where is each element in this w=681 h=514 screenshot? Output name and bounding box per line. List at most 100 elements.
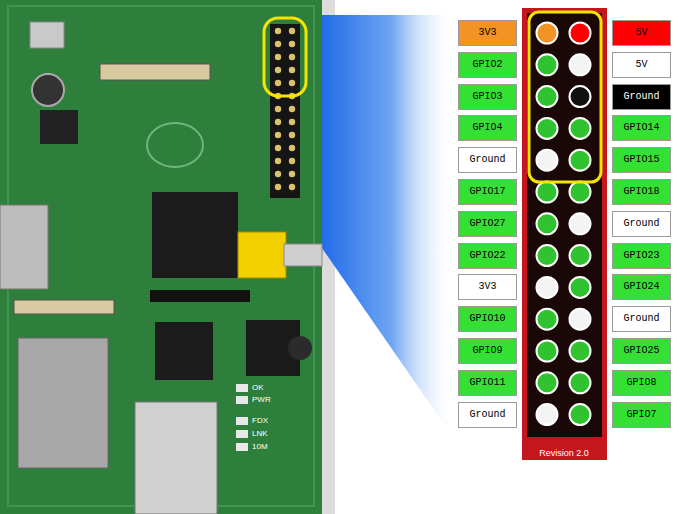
pin-name: GPIO24 <box>623 282 659 292</box>
pin <box>570 213 591 234</box>
pin <box>570 182 591 203</box>
zoom-fan <box>315 15 455 440</box>
pin-name: Ground <box>469 410 505 420</box>
led-label: LNK <box>252 430 268 438</box>
pin <box>275 119 281 125</box>
pin <box>289 41 295 47</box>
logo <box>147 123 203 167</box>
pin-label: GPIO27 <box>458 211 517 237</box>
pin-name: GPIO8 <box>626 378 656 388</box>
audio-socket <box>288 336 312 360</box>
pin <box>537 404 558 425</box>
pin-name: 3V3 <box>478 28 496 38</box>
pin <box>275 145 281 151</box>
soc-chip <box>152 192 238 278</box>
photo-ground <box>0 0 335 514</box>
pin <box>275 54 281 60</box>
pin-label: 3V3 <box>458 20 517 46</box>
revision-label: Revision 2.0 <box>539 449 589 458</box>
pin <box>275 132 281 138</box>
pin <box>537 341 558 362</box>
pin <box>570 23 591 44</box>
pin <box>570 372 591 393</box>
pin-label: GPIO22 <box>458 243 517 269</box>
ethernet-port <box>18 338 108 468</box>
led-label: OK <box>252 384 264 392</box>
led <box>236 396 248 404</box>
pin-name: GPIO10 <box>469 314 505 324</box>
pin-label: GPIO4 <box>458 115 517 141</box>
pin-name: Ground <box>623 314 659 324</box>
pin <box>537 213 558 234</box>
pin-name: GPIO25 <box>623 346 659 356</box>
pin-label: GPIO15 <box>612 147 671 173</box>
pin <box>275 184 281 190</box>
pin-name: 5V <box>635 28 647 38</box>
pin <box>537 245 558 266</box>
pin <box>289 145 295 151</box>
pin-label: Ground <box>612 84 671 110</box>
pin <box>289 171 295 177</box>
pin <box>537 54 558 75</box>
hdmi-port <box>0 205 48 289</box>
pin <box>275 28 281 34</box>
led <box>236 417 248 425</box>
pin-name: GPIO2 <box>472 60 502 70</box>
pin-label: GPIO2 <box>458 52 517 78</box>
pin <box>570 150 591 171</box>
led <box>236 384 248 392</box>
pin-label: GPIO17 <box>458 179 517 205</box>
header-body <box>527 13 602 437</box>
pin-name: Ground <box>623 92 659 102</box>
pin <box>537 309 558 330</box>
pin <box>289 67 295 73</box>
pin-label: Ground <box>612 211 671 237</box>
pin-name: GPIO14 <box>623 123 659 133</box>
display-connector <box>100 64 210 80</box>
pin <box>275 41 281 47</box>
pcb <box>0 0 322 514</box>
micro-usb <box>30 22 64 48</box>
usb-port <box>135 402 217 514</box>
pin <box>289 184 295 190</box>
lan-chip <box>155 322 213 380</box>
pin-name: GPIO18 <box>623 187 659 197</box>
pin-label: 5V <box>612 52 671 78</box>
pin <box>537 182 558 203</box>
rca-sleeve <box>284 244 322 266</box>
pin-name: GPIO22 <box>469 251 505 261</box>
capacitor <box>32 74 64 106</box>
p5-header <box>150 290 250 302</box>
pin-label: GPIO8 <box>612 370 671 396</box>
header-pins <box>275 28 295 190</box>
pin <box>289 158 295 164</box>
pin <box>537 86 558 107</box>
pin-label: GPIO9 <box>458 338 517 364</box>
regulator <box>40 110 78 144</box>
pin <box>570 245 591 266</box>
pin <box>570 404 591 425</box>
highlight-ring <box>264 18 306 96</box>
pin-label: 5V <box>612 20 671 46</box>
pin-circles <box>537 23 591 426</box>
pin <box>289 106 295 112</box>
pin <box>537 118 558 139</box>
pin <box>537 277 558 298</box>
pin <box>570 118 591 139</box>
pin-label: GPIO3 <box>458 84 517 110</box>
pin-name: Ground <box>469 155 505 165</box>
pin <box>570 86 591 107</box>
led-label: FDX <box>252 417 268 425</box>
pin-name: GPIO4 <box>472 123 502 133</box>
pin-name: GPIO3 <box>472 92 502 102</box>
led-label: 10M <box>252 443 268 451</box>
pin-label: Ground <box>612 306 671 332</box>
pin-label: 3V3 <box>458 274 517 300</box>
gpio-header <box>270 24 300 198</box>
pin <box>275 67 281 73</box>
pin-label: Ground <box>458 402 517 428</box>
pin-name: 5V <box>635 60 647 70</box>
pin <box>275 171 281 177</box>
